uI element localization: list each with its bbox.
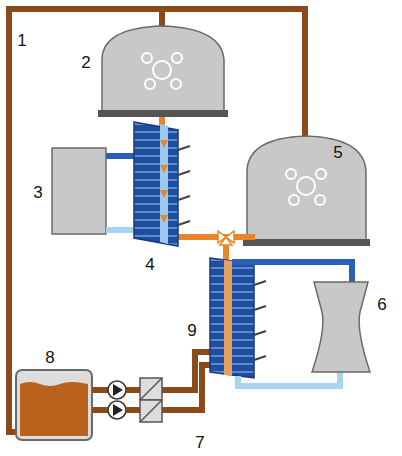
three-way-valve bbox=[220, 237, 232, 245]
plate-heat-exchanger bbox=[160, 140, 168, 223]
generator-box bbox=[52, 148, 138, 234]
callout-number: 9 bbox=[187, 322, 196, 339]
plate-heat-exchanger bbox=[178, 146, 190, 150]
callout-number: 5 bbox=[333, 144, 342, 161]
turbine-dome bbox=[145, 79, 155, 89]
three-way-valve bbox=[218, 231, 234, 245]
brine-tank bbox=[16, 370, 108, 440]
brine-tank bbox=[20, 382, 88, 436]
plate-heat-exchanger bbox=[160, 124, 168, 244]
cooling-tower bbox=[312, 282, 370, 372]
plate-heat-exchanger bbox=[160, 190, 168, 198]
callout-number: 3 bbox=[33, 184, 42, 201]
plate-heat-exchanger bbox=[254, 306, 266, 310]
callout-number: 2 bbox=[81, 54, 90, 71]
filter-symbol bbox=[140, 378, 162, 400]
plate-heat-exchanger bbox=[178, 171, 190, 175]
turbine-dome bbox=[142, 53, 152, 63]
generator-box bbox=[106, 227, 138, 233]
plate-heat-exchanger bbox=[178, 146, 190, 225]
turbine-dome bbox=[316, 169, 326, 179]
pump-symbol bbox=[108, 401, 126, 419]
brine-pipe bbox=[159, 9, 165, 28]
turbine-dome bbox=[286, 169, 296, 179]
pump-symbol bbox=[108, 381, 126, 399]
turbine-dome bbox=[142, 53, 182, 89]
plate-heat-exchanger bbox=[134, 122, 178, 246]
callout-number: 6 bbox=[377, 296, 386, 313]
generator-box bbox=[52, 148, 106, 234]
filter-symbol bbox=[140, 400, 162, 422]
callout-number: 8 bbox=[45, 349, 54, 366]
plate-heat-exchanger bbox=[178, 196, 190, 200]
turbine-dome bbox=[102, 26, 224, 112]
pump-symbol bbox=[108, 381, 140, 419]
plate-heat-exchanger bbox=[254, 281, 266, 285]
filter-symbol bbox=[140, 378, 162, 422]
plate-heat-exchanger bbox=[254, 281, 266, 360]
turbine-dome bbox=[98, 26, 228, 117]
generator-box bbox=[106, 153, 138, 159]
brine-pipe bbox=[160, 365, 212, 410]
turbine-dome bbox=[297, 177, 315, 195]
turbine-dome bbox=[289, 195, 299, 205]
turbine-dome bbox=[98, 110, 228, 117]
brine-tank bbox=[16, 370, 92, 440]
cooling-pipe bbox=[232, 262, 352, 282]
turbine-dome bbox=[243, 239, 370, 246]
plate-heat-exchanger bbox=[178, 221, 190, 225]
plate-heat-exchanger bbox=[134, 122, 190, 246]
turbine-dome bbox=[172, 53, 182, 63]
callout-number: 4 bbox=[145, 256, 154, 273]
vapour-pipe bbox=[175, 234, 255, 240]
turbine-dome bbox=[171, 79, 181, 89]
plate-heat-exchanger bbox=[224, 260, 232, 376]
turbine-dome bbox=[243, 136, 370, 246]
plate-heat-exchanger bbox=[210, 258, 266, 378]
cooling-tower bbox=[312, 282, 370, 372]
brine-tank bbox=[92, 390, 108, 410]
pump-symbol bbox=[113, 384, 123, 396]
turbine-dome bbox=[153, 61, 171, 79]
turbine-dome bbox=[247, 136, 366, 240]
pump-symbol bbox=[126, 390, 140, 410]
callout-number: 7 bbox=[195, 434, 204, 451]
plate-heat-exchanger bbox=[254, 331, 266, 335]
callout-number: 1 bbox=[17, 32, 26, 49]
filter-symbol bbox=[140, 378, 162, 400]
plate-heat-exchanger bbox=[160, 165, 168, 173]
plate-heat-exchanger bbox=[254, 356, 266, 360]
plate-heat-exchanger bbox=[160, 215, 168, 223]
pump-symbol bbox=[113, 404, 123, 416]
turbine-dome bbox=[315, 195, 325, 205]
plate-heat-exchanger bbox=[210, 258, 254, 378]
turbine-dome bbox=[286, 169, 326, 205]
filter-symbol bbox=[140, 400, 162, 422]
plate-heat-exchanger bbox=[160, 140, 168, 148]
